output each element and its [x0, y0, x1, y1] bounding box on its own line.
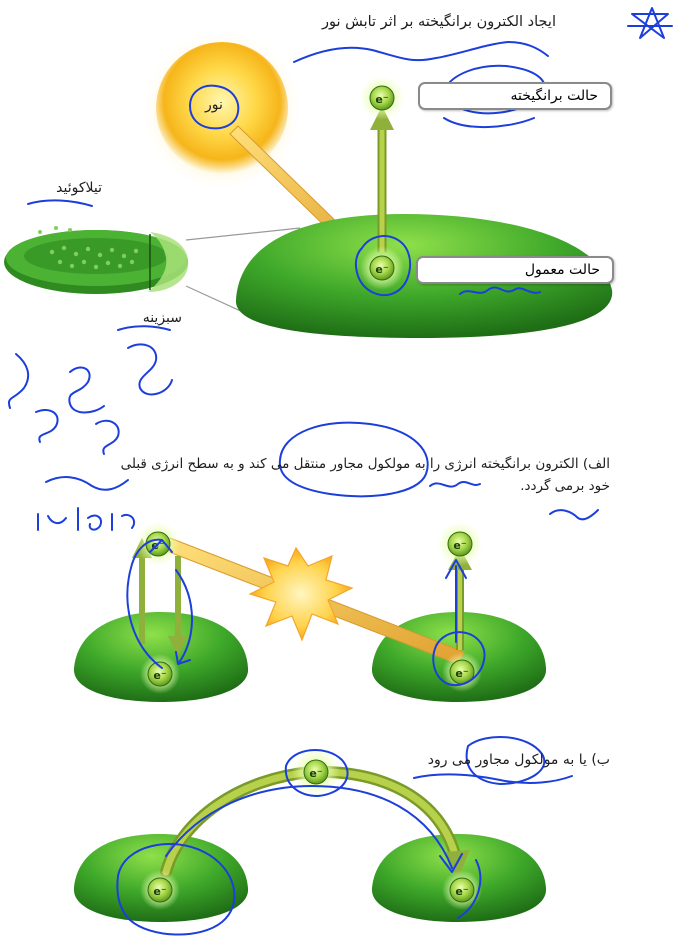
stroma-label: سبزینه — [112, 310, 182, 326]
electron-bottom-moving: e⁻ — [292, 748, 340, 796]
excited-state-label: حالت برانگیخته — [510, 88, 598, 104]
margin-scribble-3 — [128, 344, 172, 394]
svg-text:e⁻: e⁻ — [153, 669, 166, 682]
sun-label: نور — [196, 97, 232, 113]
middle-caption-wave-2 — [46, 477, 128, 490]
thylakoid-label: تیلاکوئید — [22, 180, 102, 196]
electron-mid-right-top: e⁻ — [438, 522, 482, 566]
ground-state-label: حالت معمول — [525, 262, 600, 278]
electron-bottom-left: e⁻ — [140, 870, 180, 910]
electron-mid-right-bottom: e⁻ — [442, 652, 482, 692]
electron-ground: e⁻ — [360, 246, 404, 290]
energy-burst — [250, 548, 352, 640]
bottom-caption-underline — [414, 774, 572, 783]
stroma-underline — [118, 326, 170, 330]
svg-text:e⁻: e⁻ — [153, 885, 166, 898]
electron-bottom-right: e⁻ — [442, 870, 482, 910]
star-doodle — [628, 8, 672, 38]
handwritten-word-left — [38, 508, 134, 530]
margin-scribble-4 — [36, 410, 58, 442]
svg-text:e⁻: e⁻ — [455, 885, 468, 898]
electron-excited: e⁻ — [360, 76, 404, 120]
bottom-caption: ب) یا به مولکول مجاور می رود — [400, 752, 610, 768]
margin-scribble-1 — [9, 354, 28, 408]
excited-state-label-box: حالت برانگیخته — [418, 82, 612, 110]
ground-state-label-box: حالت معمول — [416, 256, 614, 284]
thylakoid-disc — [4, 226, 188, 294]
middle-panel: e⁻ e⁻ e⁻ e⁻ — [74, 522, 546, 702]
title-underline — [294, 42, 548, 62]
middle-caption-line2: خود برمی گردد. — [420, 478, 610, 494]
middle-caption-line1: الف) الکترون برانگیخته انرژی را به مولکو… — [30, 456, 610, 472]
svg-text:e⁻: e⁻ — [453, 539, 466, 552]
svg-text:e⁻: e⁻ — [455, 667, 468, 680]
top-title: ایجاد الکترون برانگیخته بر اثر تابش نور — [300, 14, 556, 30]
middle-caption-wave-3 — [550, 510, 598, 519]
electron-mid-left-bottom: e⁻ — [140, 654, 180, 694]
margin-scribble-2 — [69, 367, 104, 412]
svg-text:e⁻: e⁻ — [375, 263, 388, 276]
svg-text:e⁻: e⁻ — [309, 767, 322, 780]
thylakoid-underline — [28, 200, 92, 206]
margin-scribble-5 — [96, 421, 119, 454]
svg-text:e⁻: e⁻ — [375, 93, 388, 106]
